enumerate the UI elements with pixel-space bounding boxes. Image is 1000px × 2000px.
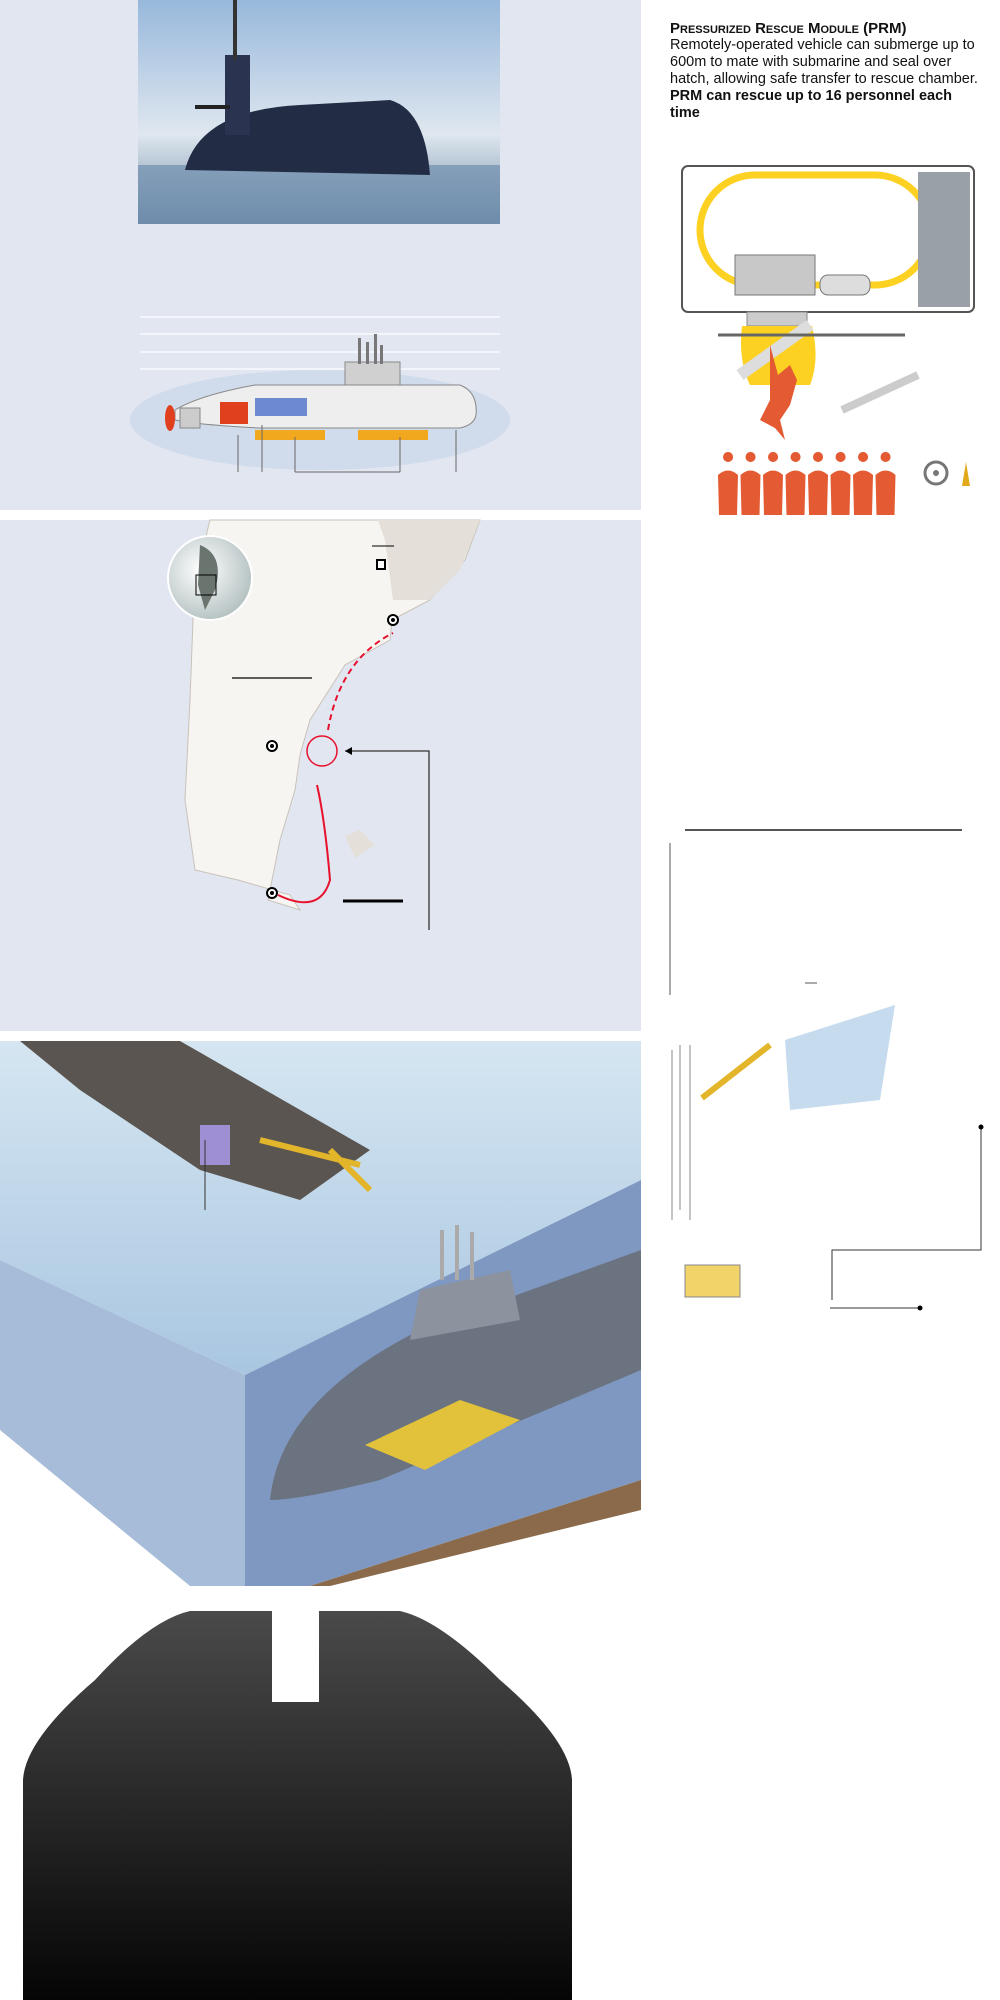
personnel-row bbox=[718, 452, 896, 515]
escapee-figure bbox=[760, 345, 797, 440]
personnel-figure bbox=[875, 452, 896, 515]
beacon-icon bbox=[962, 462, 970, 486]
depth-scale bbox=[669, 829, 962, 995]
escape-hatch-silhouette bbox=[23, 1611, 572, 2000]
personnel-figure bbox=[808, 452, 828, 515]
personnel-figure bbox=[763, 452, 783, 515]
prm-highlight: PRM can rescue up to 16 personnel each t… bbox=[670, 88, 953, 121]
submarine-photo bbox=[138, 0, 500, 224]
south-america-map bbox=[167, 519, 481, 930]
rov-equipment bbox=[671, 1005, 984, 1311]
submarine-cutaway bbox=[130, 316, 510, 473]
hatch-bar bbox=[840, 371, 920, 414]
hatch-wheel-icon bbox=[923, 460, 949, 486]
personnel-figure bbox=[718, 452, 738, 515]
rescue-operation-scene bbox=[0, 1041, 641, 1586]
personnel-figure bbox=[830, 452, 851, 515]
personnel-figure bbox=[853, 452, 873, 515]
prm-title: Pressurized Rescue Module (PRM) bbox=[670, 20, 907, 37]
personnel-figure bbox=[740, 452, 761, 515]
prm-body: Remotely-operated vehicle can submerge u… bbox=[670, 37, 978, 87]
prm-diagram bbox=[681, 165, 975, 385]
prm-description: Pressurized Rescue Module (PRM) Remotely… bbox=[670, 20, 980, 122]
personnel-figure bbox=[785, 452, 806, 515]
